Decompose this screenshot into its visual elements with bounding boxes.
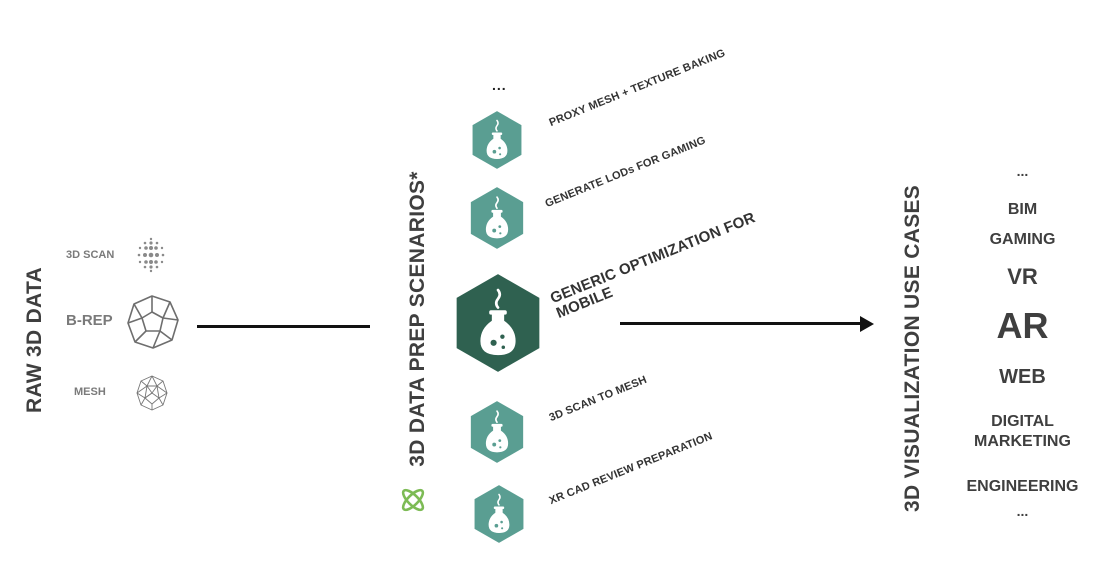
scenario-hex-xr-cad-review[interactable]	[473, 484, 525, 544]
scenario-hex-generate-lods[interactable]	[469, 186, 525, 250]
use-cases-top-ellipsis: ...	[1016, 163, 1029, 179]
use-case-bim: BIM	[1007, 201, 1038, 218]
input-label-b-rep: B-REP	[66, 312, 113, 329]
input-connector-line	[197, 325, 370, 328]
flask-icon	[480, 288, 516, 356]
use-case-marketing: MARKETING	[974, 433, 1071, 450]
flask-icon	[486, 119, 508, 159]
use-cases-bottom-ellipsis: ...	[1016, 503, 1029, 519]
scenario-label-line-1: GENERIC OPTIMIZATION FOR	[547, 209, 758, 308]
point-cloud-icon	[135, 236, 167, 274]
scenario-hex-scan-to-mesh[interactable]	[469, 400, 525, 464]
scenario-hex-proxy-mesh[interactable]	[471, 110, 523, 170]
use-case-gaming: GAMING	[989, 231, 1056, 248]
use-case-vr: VR	[1007, 264, 1038, 289]
flask-icon	[485, 410, 509, 453]
input-label-mesh: MESH	[74, 386, 106, 398]
dodecahedron-icon	[125, 293, 180, 351]
use-case-web: WEB	[999, 366, 1046, 388]
raw-3d-data-title: RAW 3D DATA	[23, 267, 46, 414]
scenario-label-xr-cad-review: XR CAD REVIEW PREPARATION	[547, 430, 715, 507]
use-case-ar: AR	[996, 305, 1049, 346]
use-case-digital: DIGITAL	[991, 413, 1054, 430]
scenario-label-line-2: MOBILE	[553, 283, 616, 322]
flask-icon	[485, 196, 509, 239]
visualization-use-cases-title: 3D VISUALIZATION USE CASES	[901, 184, 924, 512]
output-arrow-line	[620, 322, 865, 325]
flask-icon	[488, 493, 510, 533]
data-prep-scenarios-title: 3D DATA PREP SCENARIOS*	[406, 171, 429, 467]
scenarios-top-ellipsis: ...	[492, 77, 507, 93]
mesh-sphere-icon	[135, 374, 169, 412]
pixyz-logo-icon	[398, 485, 428, 515]
use-case-engineering: ENGINEERING	[966, 478, 1079, 495]
scenario-hex-generic-optimization[interactable]	[454, 268, 542, 378]
scenario-label-generate-lods: GENERATE LODs FOR GAMING	[543, 134, 708, 210]
scenario-label-proxy-mesh: PROXY MESH + TEXTURE BAKING	[547, 47, 728, 129]
scenario-label-generic-optimization: GENERIC OPTIMIZATION FOR MOBILE	[547, 209, 763, 322]
arrow-head-icon	[860, 316, 874, 332]
scenario-label-scan-to-mesh: 3D SCAN TO MESH	[547, 373, 649, 424]
input-label-3d-scan: 3D SCAN	[66, 249, 115, 261]
